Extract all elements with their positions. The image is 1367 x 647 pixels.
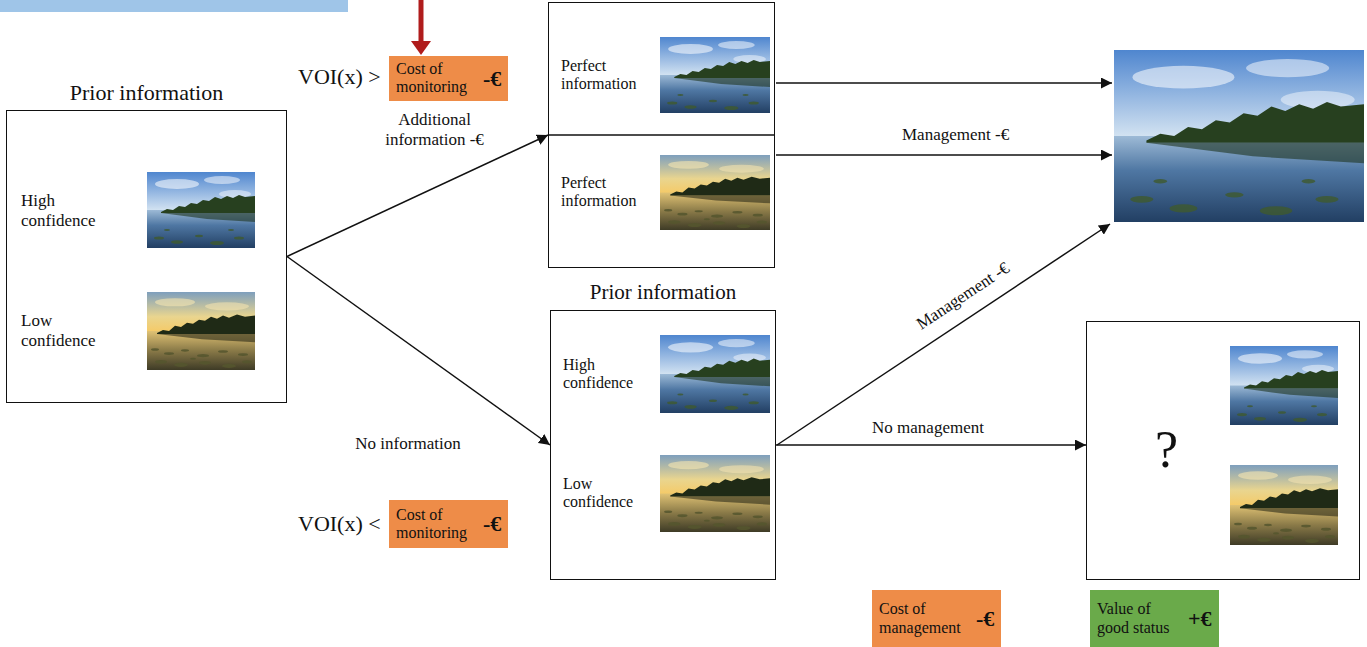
outcome-arrow: [776, 154, 1112, 156]
state-box: Perfect informationPerfect information: [548, 2, 775, 268]
value-tag: Cost of monitoring-€: [389, 500, 508, 548]
value-sign: +€: [1188, 606, 1212, 631]
flow-arrow: [287, 135, 548, 257]
value-tag: Value of good status+€: [1090, 590, 1219, 647]
box-text: Perfect information: [561, 57, 656, 94]
value-tag: Cost of management-€: [872, 590, 1001, 647]
outcome-arrow: [776, 82, 1112, 84]
edge-label: No information: [338, 434, 478, 454]
value-sign: -€: [483, 66, 501, 91]
lake-photo: [1230, 465, 1338, 545]
state-box: Prior informationHigh confidenceLow conf…: [6, 110, 287, 403]
connector-group: [287, 135, 1086, 445]
edge-label: Additional information -€: [372, 110, 497, 149]
arrow-label: Management -€: [911, 257, 1014, 335]
pointer-arrow: [419, 0, 424, 43]
value-sign: -€: [483, 511, 501, 536]
tag-text: Cost of monitoring: [396, 60, 478, 97]
outcome-arrow: [777, 224, 1110, 445]
lake-photo: [660, 455, 770, 532]
lake-photo: [660, 155, 770, 230]
decision-rule: VOI(x) <: [298, 511, 381, 536]
state-box: Prior informationHigh confidenceLow conf…: [550, 310, 776, 580]
lake-photo: [1230, 346, 1338, 425]
value-tag: Cost of monitoring-€: [389, 56, 508, 101]
flow-arrow: [776, 444, 1086, 446]
state-box: ?: [1086, 321, 1360, 580]
header-band: [0, 0, 348, 12]
tag-text: Cost of management: [879, 600, 971, 637]
box-text: Low confidence: [21, 311, 116, 350]
box-text: ?: [1155, 420, 1178, 480]
decision-rule: VOI(x) >: [298, 64, 381, 89]
box-divider: [548, 134, 775, 136]
box-text: Perfect information: [561, 174, 656, 211]
lake-photo: [147, 292, 255, 370]
lake-photo: [147, 172, 255, 248]
tag-text: Value of good status: [1097, 600, 1183, 637]
lake-photo: [660, 37, 770, 113]
edge-label: No management: [848, 418, 1008, 438]
box-heading: Prior information: [551, 280, 775, 304]
value-sign: -€: [976, 606, 994, 631]
pointer-arrow-head: [411, 41, 431, 55]
flow-arrow: [287, 257, 550, 446]
lake-photo: [660, 335, 770, 413]
box-heading: Prior information: [7, 80, 286, 105]
lake-photo-large: [1114, 50, 1364, 222]
box-text: High confidence: [563, 356, 658, 393]
tag-text: Cost of monitoring: [396, 506, 478, 543]
arrow-label: Management -€: [902, 125, 1009, 145]
box-text: High confidence: [21, 191, 116, 230]
box-text: Low confidence: [563, 475, 658, 512]
